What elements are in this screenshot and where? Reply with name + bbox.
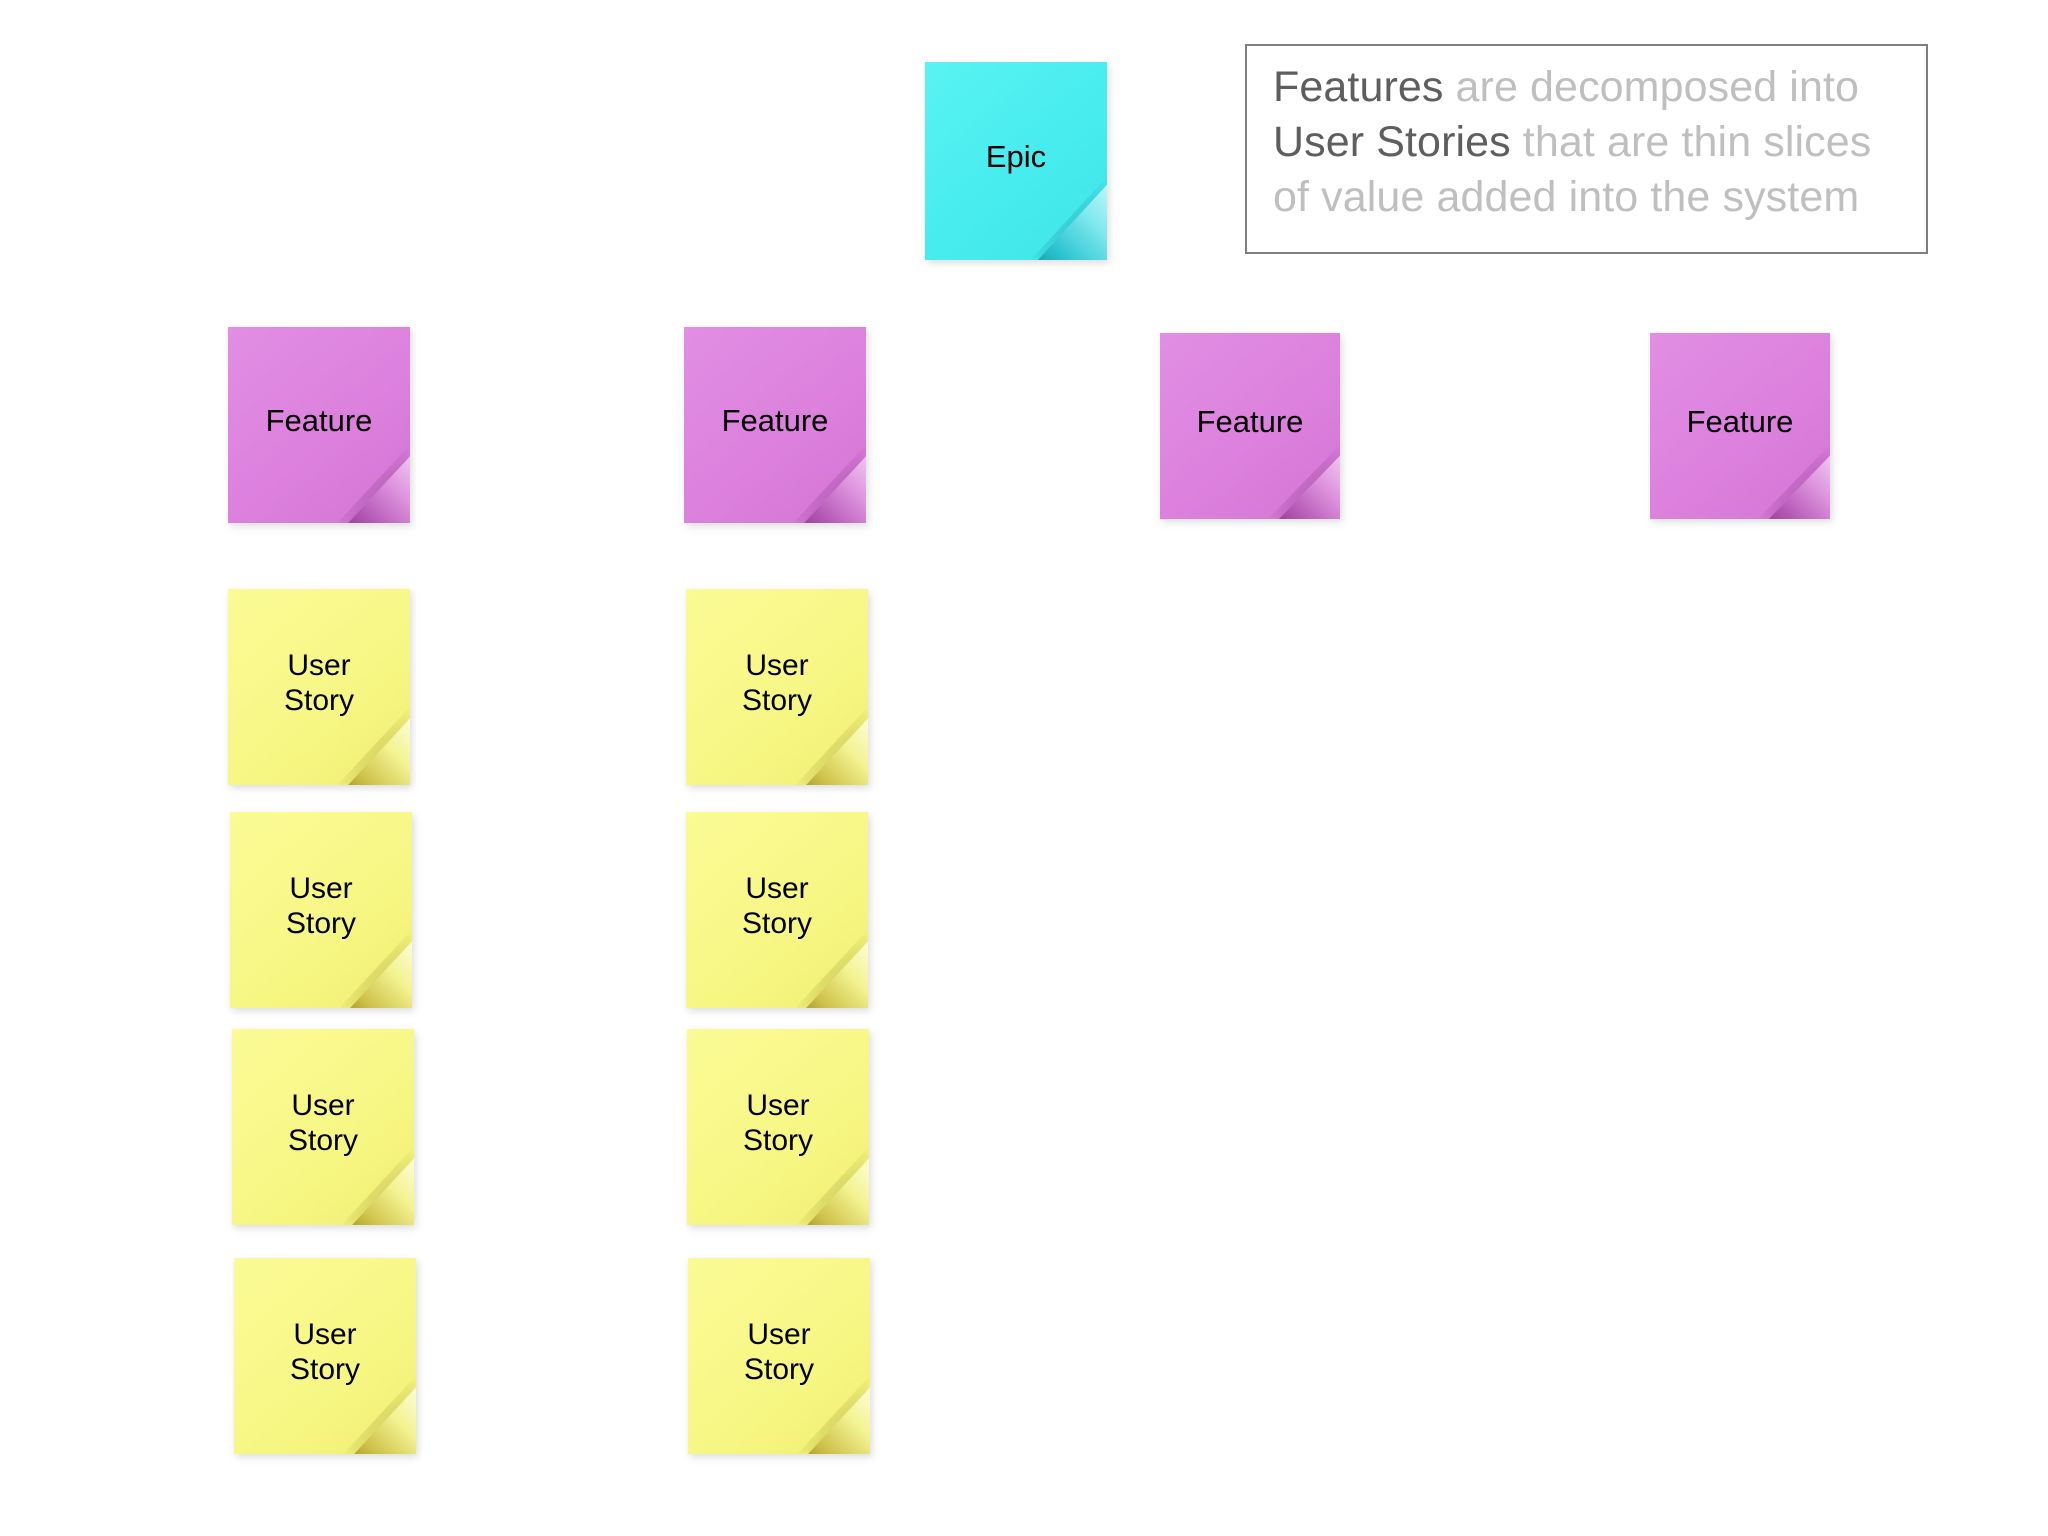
caption-line-2: User Stories that are thin slices (1273, 115, 1906, 170)
feature-note-label: Feature (721, 403, 829, 439)
user-story-note-c1-r4[interactable]: User Story (234, 1258, 418, 1457)
feature-note-label: Feature (1196, 404, 1304, 440)
caption-line-1: Features are decomposed into (1273, 60, 1906, 115)
caption-line-2-strong: User Stories (1273, 118, 1511, 167)
user-story-note-label: User Story (289, 1317, 361, 1387)
user-story-note-label: User Story (283, 648, 355, 718)
user-story-note-c2-r1[interactable]: User Story (686, 589, 870, 788)
caption-box: Features are decomposed into User Storie… (1245, 44, 1928, 254)
epic-note-label: Epic (985, 139, 1047, 175)
user-story-note-label: User Story (741, 648, 813, 718)
note-paper (230, 812, 412, 1008)
user-story-note-label: User Story (741, 871, 813, 941)
user-story-note-c2-r4[interactable]: User Story (688, 1258, 872, 1457)
user-story-note-c2-r2[interactable]: User Story (686, 812, 870, 1011)
user-story-note-c1-r3[interactable]: User Story (232, 1029, 416, 1228)
feature-note-label: Feature (265, 403, 373, 439)
user-story-note-label: User Story (285, 871, 357, 941)
note-paper (228, 327, 410, 523)
feature-note-2[interactable]: Feature (684, 327, 868, 526)
user-story-note-label: User Story (742, 1088, 814, 1158)
caption-line-1-rest: are decomposed into (1443, 63, 1860, 111)
caption-line-3: of value added into the system (1273, 170, 1906, 225)
epic-note[interactable]: Epic (925, 62, 1109, 263)
feature-note-1[interactable]: Feature (228, 327, 412, 526)
user-story-note-c1-r1[interactable]: User Story (228, 589, 412, 788)
feature-note-label: Feature (1686, 404, 1794, 440)
user-story-note-label: User Story (287, 1088, 359, 1158)
user-story-note-c2-r3[interactable]: User Story (687, 1029, 871, 1228)
feature-note-3[interactable]: Feature (1160, 333, 1342, 522)
caption-line-3-rest: of value added into the system (1273, 173, 1860, 222)
user-story-note-label: User Story (743, 1317, 815, 1387)
caption-line-1-strong: Features (1273, 63, 1444, 111)
caption-line-2-rest: that are thin slices (1510, 118, 1872, 167)
user-story-note-c1-r2[interactable]: User Story (230, 812, 414, 1011)
feature-note-4[interactable]: Feature (1650, 333, 1832, 522)
